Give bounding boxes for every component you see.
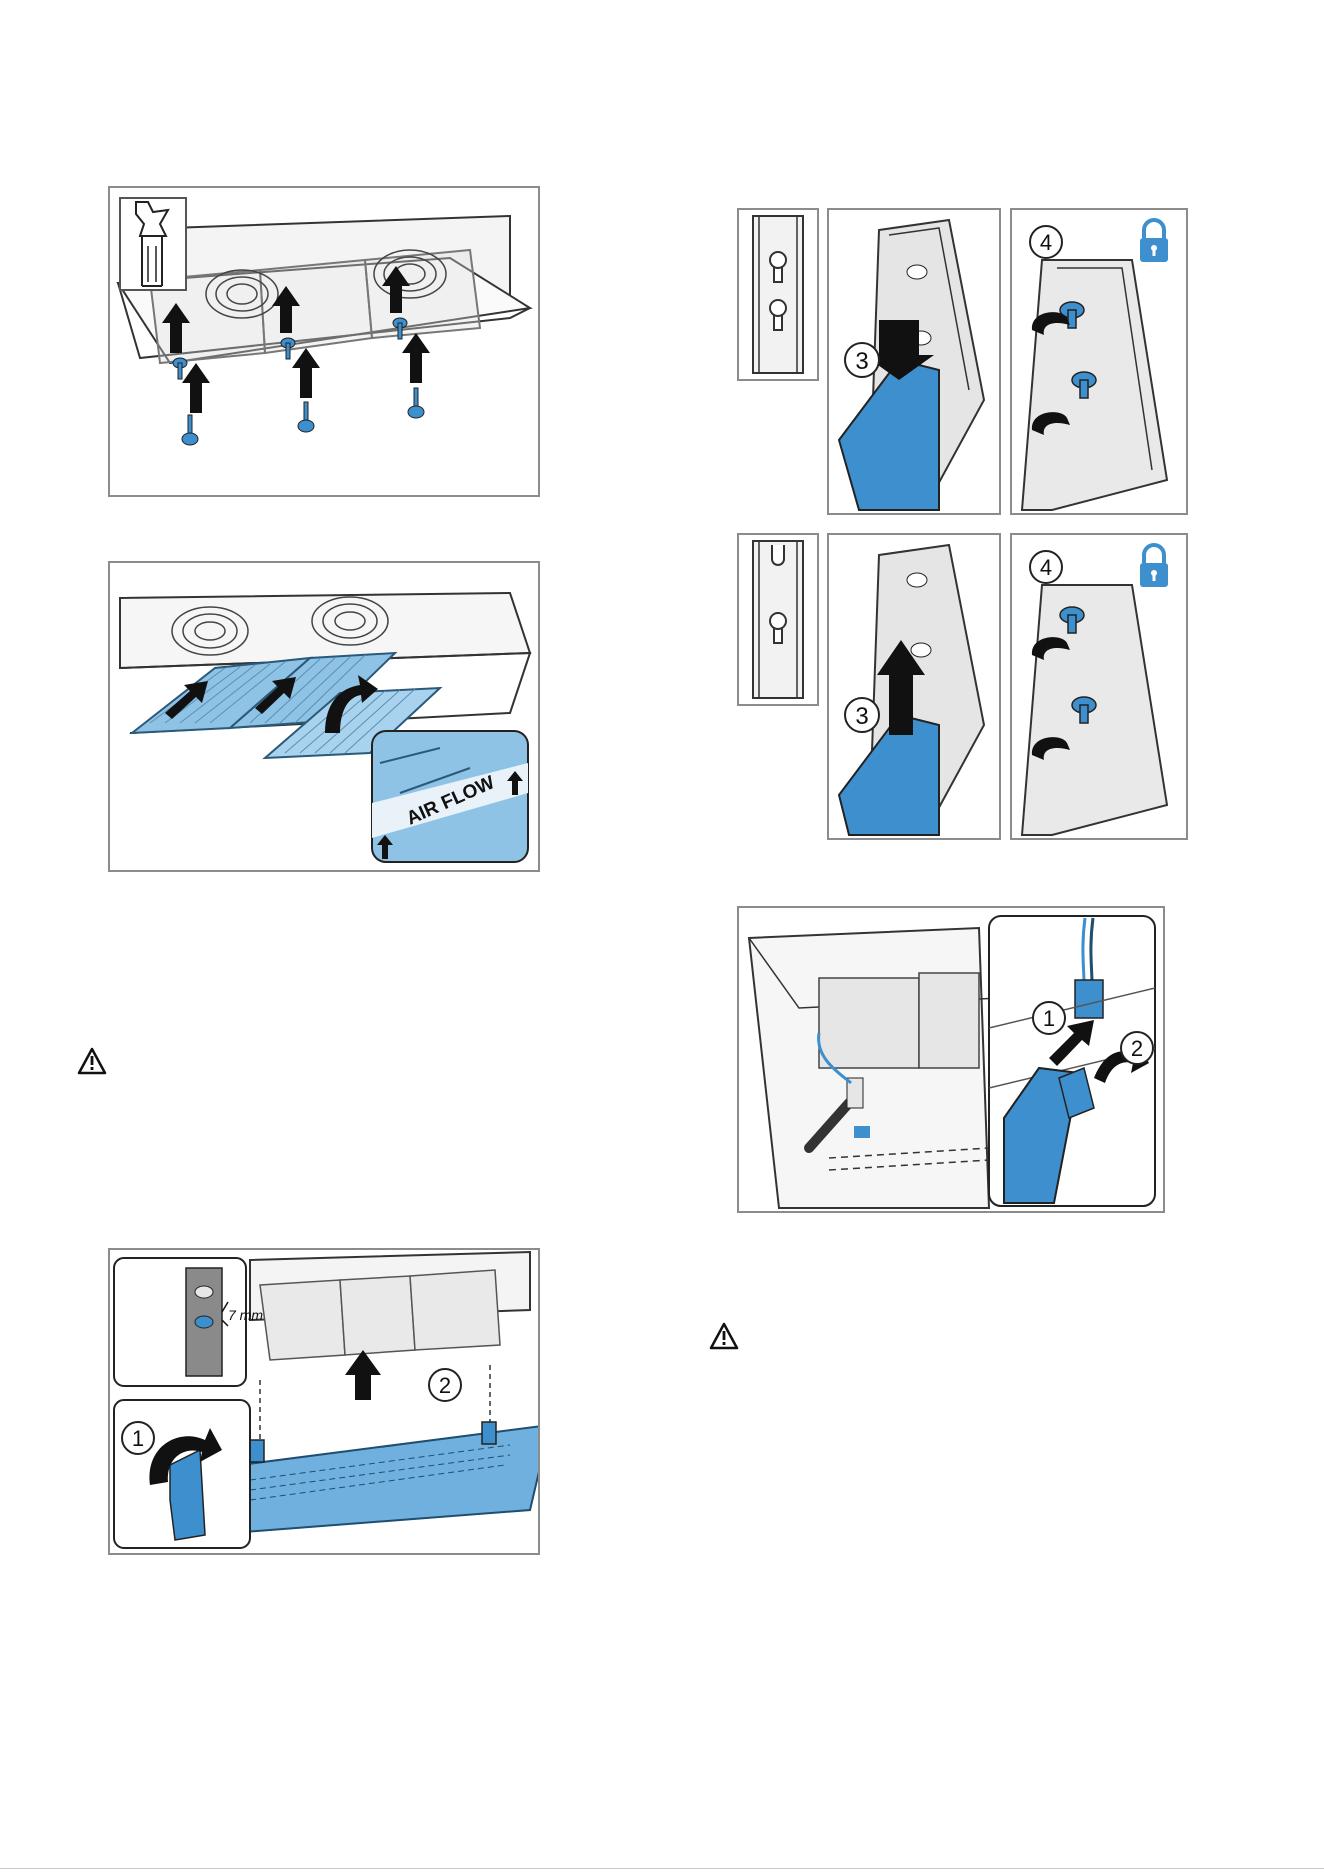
torx-screwdriver-icon [120, 198, 186, 290]
clip-inset: 1 [114, 1400, 250, 1548]
step-number-1: 1 [132, 1426, 144, 1451]
connector-inset: 1 2 [989, 916, 1155, 1206]
padlock-icon [1140, 545, 1168, 587]
step-number-3: 3 [855, 348, 868, 375]
step-number-2: 2 [439, 1373, 451, 1398]
warning-triangle-icon [77, 1047, 107, 1075]
figure-connector-plug: 1 2 [737, 906, 1165, 1213]
figure-front-panel-mounting: 2 7 mm 1 [108, 1248, 540, 1555]
figure-rail-keyhole-top [737, 208, 819, 381]
bracket-inset: 7 mm [114, 1258, 263, 1386]
step-number-1: 1 [1043, 1006, 1055, 1031]
figure-rail-slide-down: 3 [827, 208, 1001, 515]
figure-rail-locked-bottom: 4 [1010, 533, 1188, 840]
warning-triangle-icon [709, 1322, 739, 1350]
step-number-2: 2 [1131, 1036, 1143, 1061]
padlock-icon [1140, 220, 1168, 262]
step-number-3: 3 [855, 703, 868, 730]
figure-rail-keyhole-bottom [737, 533, 819, 706]
figure-filter-frame-screws [108, 186, 540, 497]
figure-grease-filters-airflow: AIR FLOW [108, 561, 540, 872]
step-number-4: 4 [1040, 555, 1052, 580]
airflow-inset: AIR FLOW [372, 731, 528, 862]
step-number-4: 4 [1040, 230, 1052, 255]
depth-label: 7 mm [228, 1307, 263, 1323]
footer-rule [0, 1868, 1324, 1869]
figure-rail-locked-top: 4 [1010, 208, 1188, 515]
figure-rail-slide-up: 3 [827, 533, 1001, 840]
